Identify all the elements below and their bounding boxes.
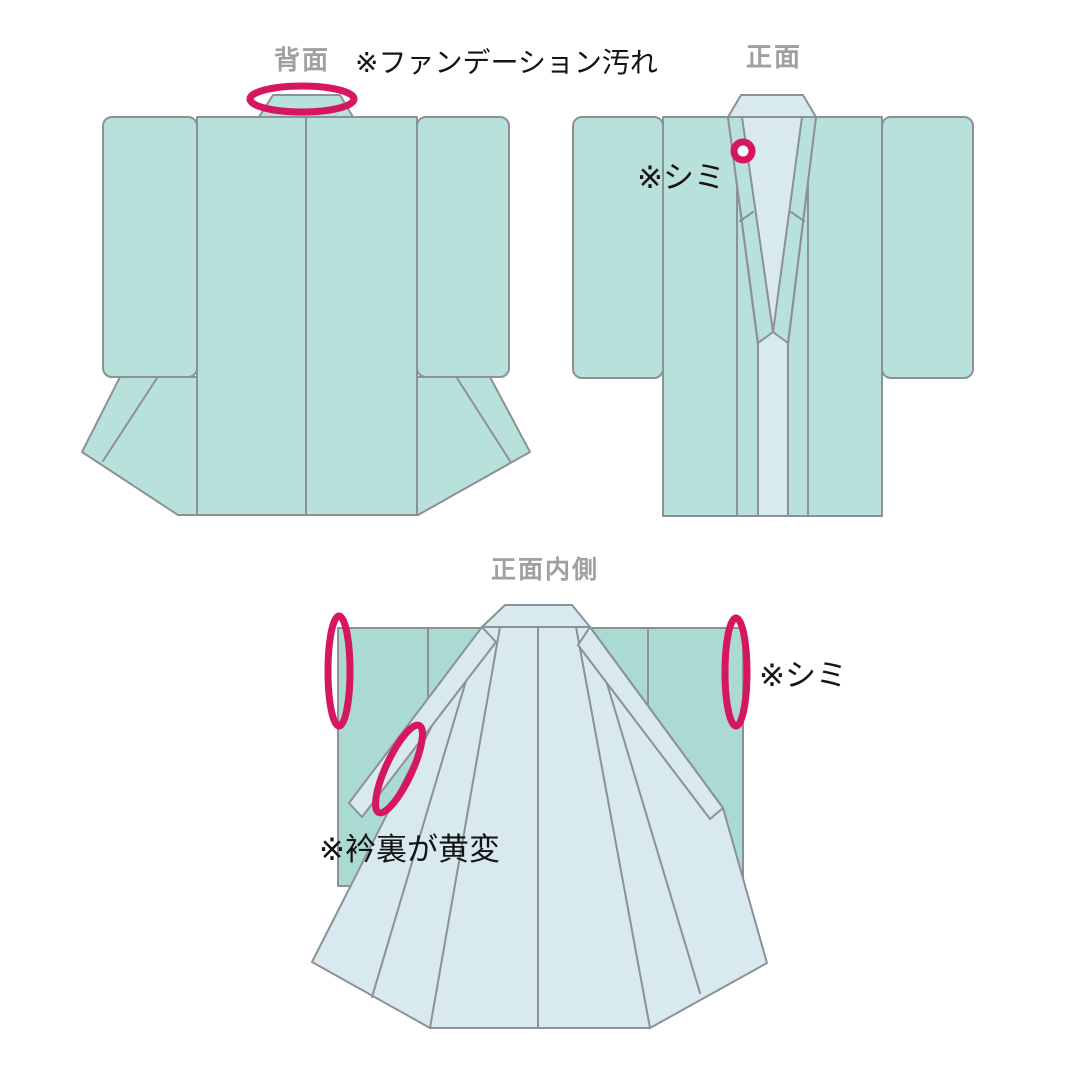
front-back-collar-top bbox=[727, 94, 817, 118]
back-left-skirt-flare bbox=[81, 376, 198, 516]
back-left-sleeve bbox=[102, 116, 198, 378]
back-right-skirt-flare bbox=[416, 376, 531, 516]
back-right-flare-seam bbox=[456, 377, 511, 462]
front-left-sleeve bbox=[572, 116, 664, 379]
front-right-sleeve bbox=[881, 116, 974, 379]
back-view-label: 背面 bbox=[274, 45, 331, 75]
inside-view-diagram bbox=[311, 604, 768, 1029]
front-view-label: 正面 bbox=[746, 42, 803, 72]
front-view-diagram bbox=[572, 94, 974, 517]
inside-annotation-stain: ※シミ bbox=[759, 658, 847, 693]
stain-ring-icon-front-collar bbox=[730, 138, 756, 164]
yellowed-collar-ring-icon bbox=[372, 721, 426, 817]
back-annotation-foundation-stain: ※ファンデーション汚れ bbox=[355, 47, 658, 78]
back-right-sleeve bbox=[416, 116, 510, 378]
foundation-stain-ring-icon bbox=[246, 82, 358, 116]
stain-ring-icon-left-sleeve bbox=[324, 612, 354, 730]
front-annotation-stain: ※シミ bbox=[637, 160, 725, 195]
inside-lining-fan bbox=[311, 604, 768, 1029]
stain-ring-icon-right-sleeve bbox=[721, 614, 751, 730]
inside-annotation-collar-yellowing: ※衿裏が黄変 bbox=[319, 832, 500, 867]
inside-right-collar-band bbox=[577, 626, 724, 820]
inside-view-label: 正面内側 bbox=[491, 556, 600, 584]
back-view-diagram bbox=[81, 82, 531, 516]
front-collar-stitch-marks bbox=[739, 211, 805, 222]
inside-lining-seams bbox=[371, 626, 701, 1029]
back-left-flare-seam bbox=[102, 377, 158, 462]
